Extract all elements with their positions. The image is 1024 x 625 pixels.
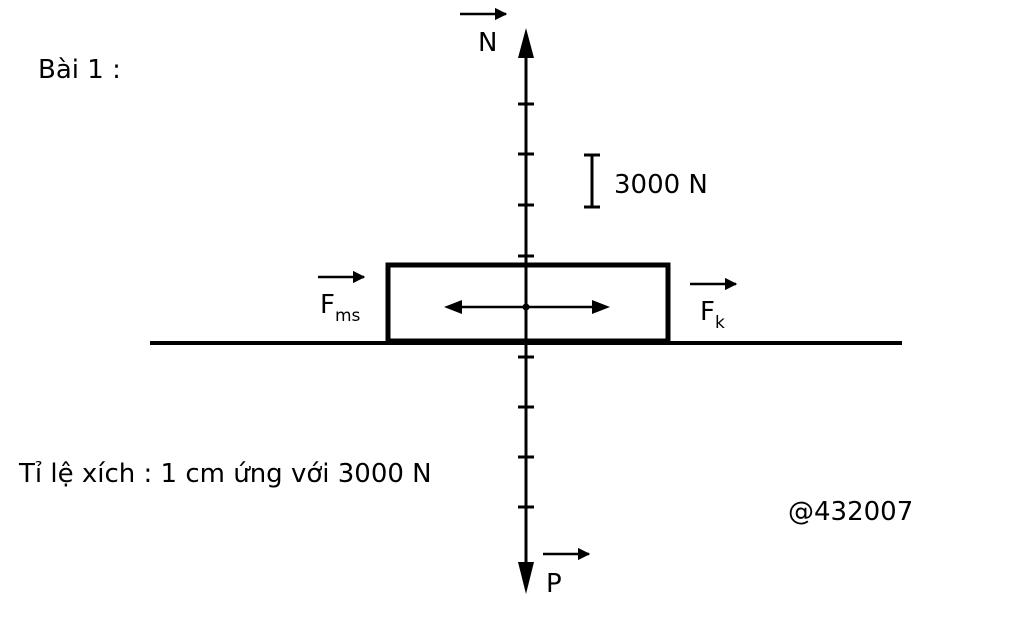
- label-p: P: [546, 569, 562, 599]
- label-n: N: [478, 28, 497, 58]
- label-fk: Fk: [700, 297, 725, 333]
- label-fms: Fms: [320, 290, 361, 326]
- watermark: @432007: [788, 497, 913, 527]
- scale-note: Tỉ lệ xích : 1 cm ứng với 3000 N: [18, 459, 432, 489]
- axis-ticks: [518, 102, 534, 509]
- label-fk-sub: k: [715, 313, 725, 333]
- application-point: [522, 303, 530, 311]
- block: [385, 262, 671, 344]
- pull-arrowhead: [592, 300, 610, 314]
- friction-arrowhead: [444, 300, 462, 314]
- scale-bar: [584, 153, 600, 209]
- scale-bar-label: 3000 N: [614, 170, 708, 200]
- label-fk-main: F: [700, 297, 715, 327]
- problem-title: Bài 1 :: [38, 55, 121, 85]
- normal-arrowhead: [518, 28, 534, 58]
- label-fms-main: F: [320, 290, 335, 320]
- weight-arrowhead: [518, 562, 534, 594]
- label-fms-sub: ms: [335, 306, 361, 326]
